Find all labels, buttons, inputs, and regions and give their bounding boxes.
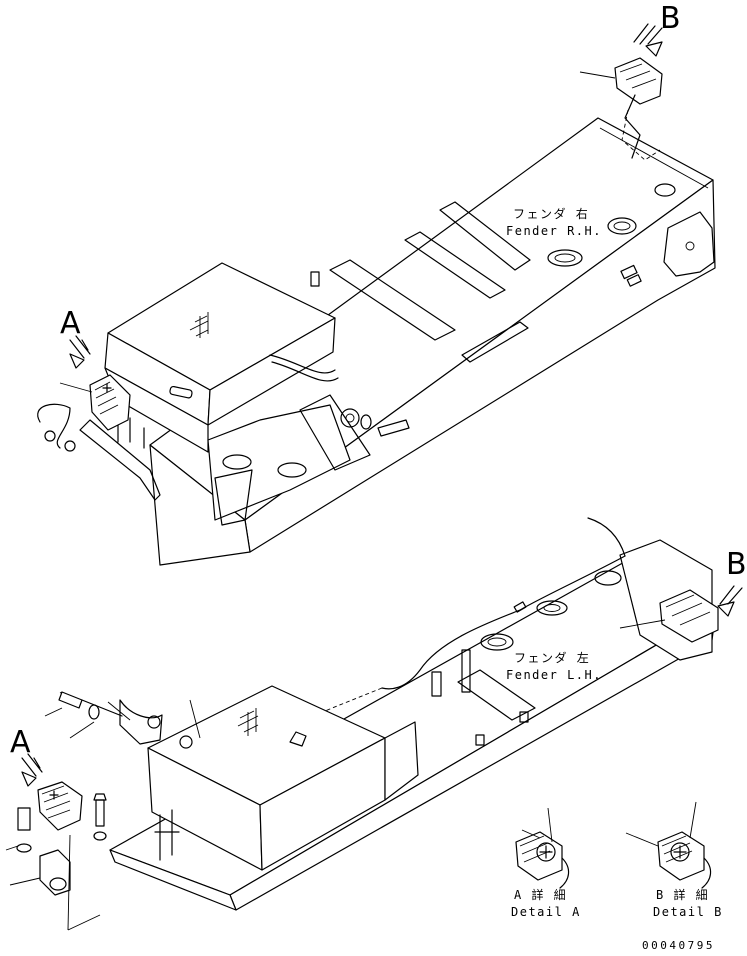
detail-a-view <box>515 807 570 889</box>
work-light-a-bottom <box>37 781 83 831</box>
fender-rh-assembly <box>37 23 716 566</box>
fender-lh-assembly <box>5 517 743 931</box>
fender-lh-label-jp: フェンダ 左 <box>514 650 590 665</box>
label-a-bottom: A <box>10 725 31 760</box>
fender-rh-label-en: Fender R.H. <box>506 224 602 238</box>
drawing-number: 00040795 <box>642 939 715 952</box>
label-b-top: B <box>660 1 681 36</box>
detail-b-view <box>625 801 712 889</box>
label-a-top: A <box>60 306 81 341</box>
work-light-b-bottom <box>659 589 719 643</box>
detail-a-label-en: Detail A <box>511 905 581 919</box>
work-light-a-top <box>89 374 131 431</box>
fender-rh-label-jp: フェンダ 右 <box>513 206 589 221</box>
work-light-b-top <box>614 57 663 161</box>
detail-a-label-jp: A 詳 細 <box>514 887 567 902</box>
detail-b-label-en: Detail B <box>653 905 723 919</box>
label-b-bottom: B <box>726 547 747 582</box>
detail-b-label-jp: B 詳 細 <box>656 887 709 902</box>
fender-lh-label-en: Fender L.H. <box>506 668 602 682</box>
